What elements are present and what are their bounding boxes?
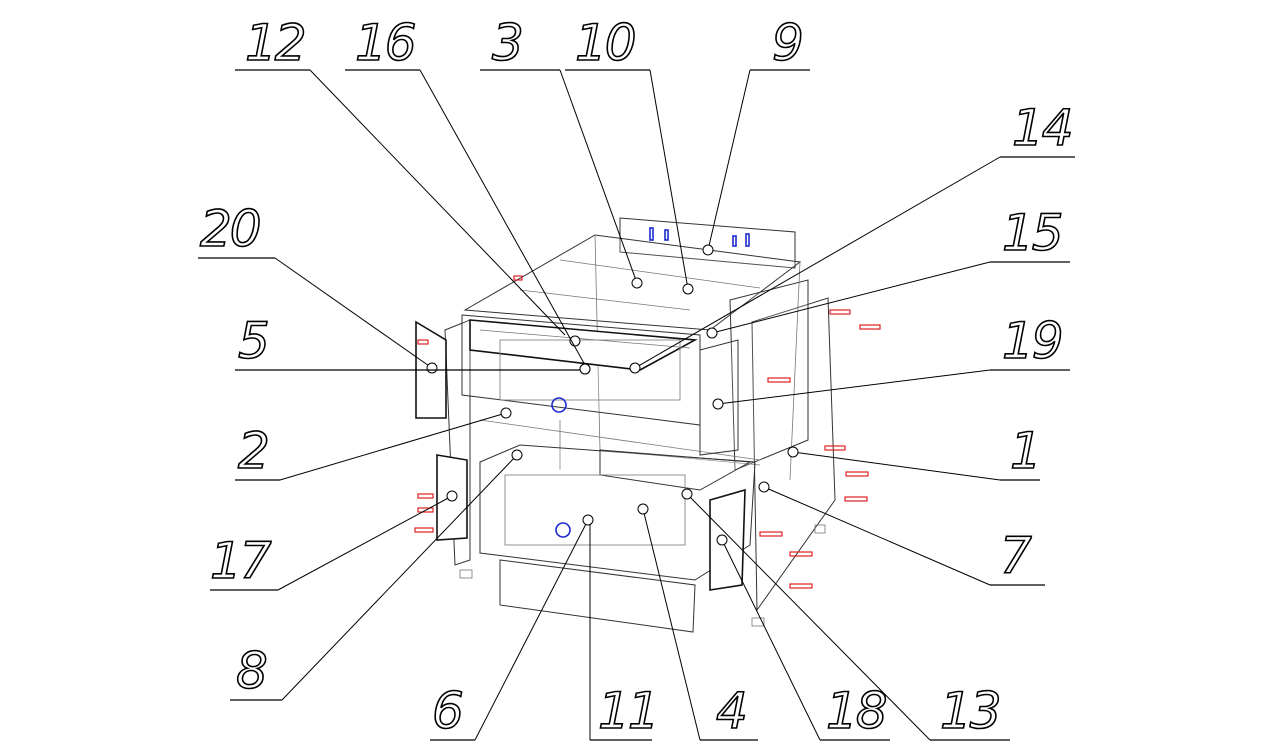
callout-14: 14 [629, 98, 1075, 374]
callout-17: 17 [209, 490, 458, 591]
callout-1: 1 [787, 421, 1043, 481]
callout-label: 17 [210, 532, 272, 590]
callout-9: 9 [702, 13, 810, 256]
lower-drawer-bottom [599, 449, 752, 491]
callout-label: 11 [598, 682, 658, 740]
callout-label: 2 [238, 422, 268, 480]
callout-5: 5 [235, 311, 591, 375]
callout-label: 6 [432, 682, 462, 740]
callout-7: 7 [758, 481, 1045, 586]
lower-drawer-box [479, 444, 756, 581]
callout-label: 10 [575, 14, 635, 72]
callout-11: 11 [589, 524, 660, 741]
callout-label: 15 [1002, 204, 1062, 262]
callout-15: 15 [706, 203, 1070, 339]
callout-label: 3 [492, 14, 522, 72]
right-inner-panel [729, 279, 809, 471]
callout-8: 8 [230, 449, 523, 701]
callout-12: 12 [235, 13, 581, 347]
callout-16: 16 [345, 13, 591, 375]
callout-19: 19 [712, 311, 1070, 410]
callout-label: 13 [940, 682, 1000, 740]
callout-label: 9 [772, 14, 802, 72]
cam-lock-upper [551, 397, 567, 413]
cam-lock-lower [555, 522, 571, 538]
callout-label: 16 [355, 14, 415, 72]
callout-label: 18 [826, 682, 886, 740]
fasteners [414, 275, 881, 627]
upper-drawer-side [699, 339, 739, 456]
callout-13: 13 [681, 488, 1010, 741]
callout-label: 5 [238, 312, 268, 370]
callout-label: 8 [236, 642, 266, 700]
callout-18: 18 [716, 534, 890, 741]
callouts: 12 16 3 10 9 14 15 20 5 19 2 1 17 7 8 6 … [198, 13, 1075, 741]
callout-6: 6 [430, 514, 594, 741]
callout-3: 3 [480, 13, 643, 289]
callout-label: 19 [1002, 312, 1062, 370]
callout-label: 1 [1010, 422, 1040, 480]
callout-label: 14 [1012, 99, 1072, 157]
lower-drawer [436, 444, 756, 591]
callout-10: 10 [565, 13, 694, 295]
hardware [551, 227, 750, 538]
callout-label: 4 [716, 682, 746, 740]
callout-2: 2 [235, 407, 512, 481]
callout-label: 20 [200, 200, 260, 258]
callout-20: 20 [198, 199, 438, 374]
callout-label: 7 [1000, 527, 1032, 585]
callout-4: 4 [637, 503, 758, 741]
plinth [499, 559, 696, 633]
callout-label: 12 [245, 14, 305, 72]
